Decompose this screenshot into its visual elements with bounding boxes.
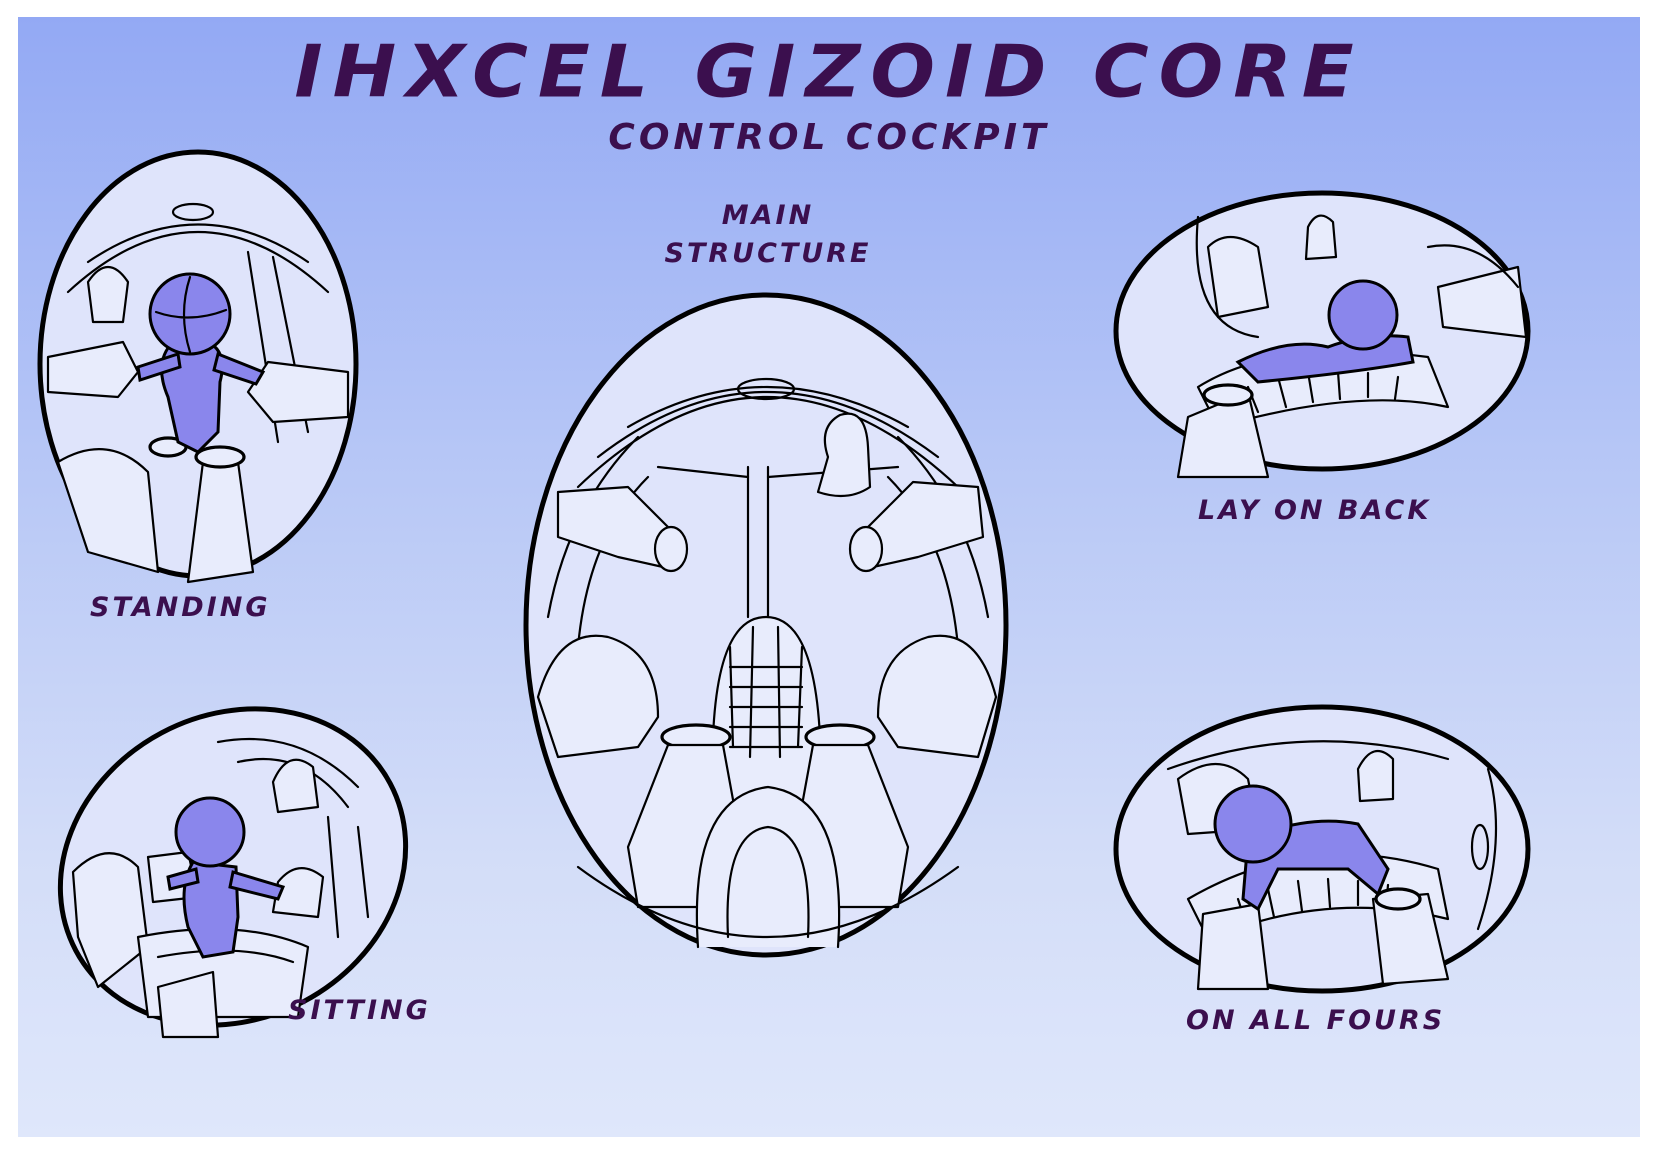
on-all-fours-label: ON ALL FOURS <box>1186 1005 1446 1036</box>
sitting-label: SITTING <box>288 995 431 1026</box>
page-subtitle: CONTROL COCKPIT <box>608 117 1050 158</box>
main-structure-label-line1: MAIN <box>721 200 815 231</box>
sitting-cockpit-illustration <box>57 706 409 1039</box>
page-title: IHXCEL GIZOID CORE <box>294 29 1364 114</box>
standing-label: STANDING <box>90 592 271 623</box>
lay-on-back-cockpit-illustration <box>1113 190 1531 479</box>
on-all-fours-cockpit-illustration <box>1113 704 1531 994</box>
main-structure-label: MAIN STRUCTURE <box>658 197 878 273</box>
standing-cockpit-illustration <box>37 149 359 584</box>
main-structure-label-line2: STRUCTURE <box>664 238 872 269</box>
illustration-sheet: IHXCEL GIZOID CORE CONTROL COCKPIT MAIN … <box>18 17 1640 1137</box>
lay-on-back-label: LAY ON BACK <box>1198 495 1432 526</box>
main-structure-cockpit-illustration <box>523 292 1009 958</box>
